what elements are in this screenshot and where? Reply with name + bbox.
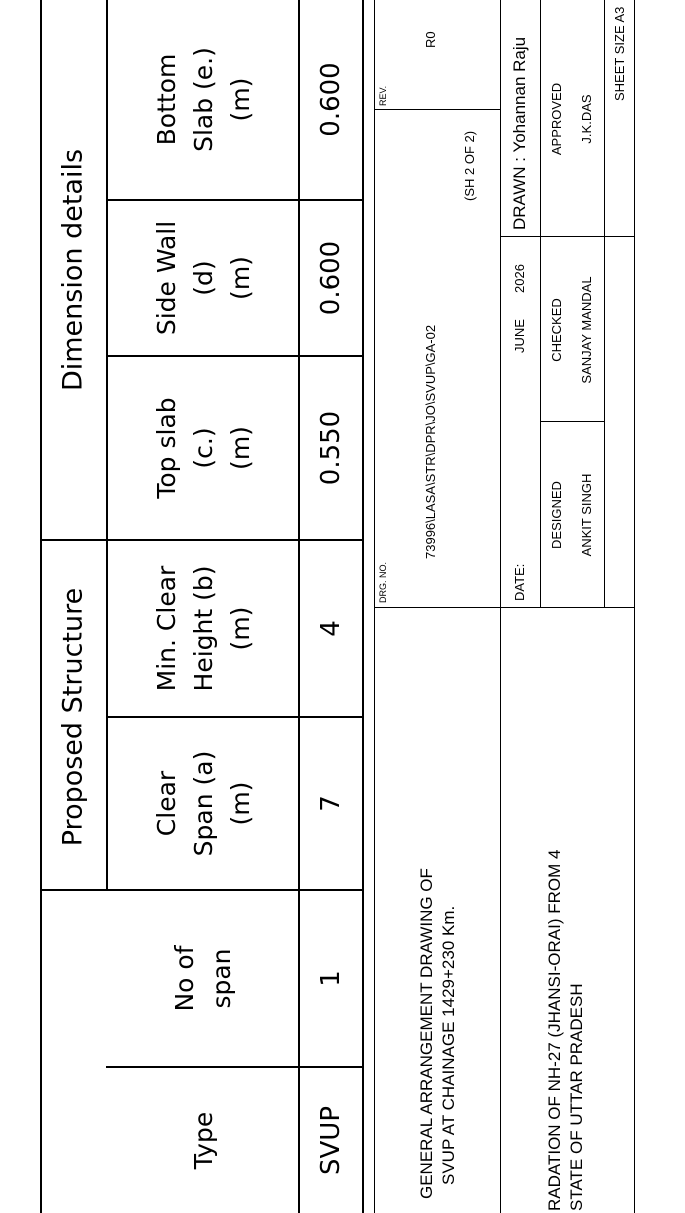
drg-no-label: DRG. NO. xyxy=(378,561,388,603)
approved-by: J.K.DAS xyxy=(579,94,594,144)
cell-side-wall: 0.600 xyxy=(316,240,346,316)
col-header-top-slab: Top slab (c.) (m) xyxy=(151,397,255,499)
drawing-title-line-2: SVUP AT CHAINAGE 1429+230 Km. xyxy=(439,905,458,1185)
col-header-type: Type xyxy=(188,1111,218,1170)
project-title-line-1: RADATION OF NH-27 (JHANSI-ORAI) FROM 4 xyxy=(545,849,564,1211)
tb-drawn-divider xyxy=(500,236,540,237)
cell-clear-span: 7 xyxy=(316,795,346,812)
cell-no-of-span: 1 xyxy=(316,970,346,987)
checked-label: CHECKED xyxy=(549,298,564,362)
cell-bottom-slab: 0.600 xyxy=(316,62,346,137)
tb-divider-right xyxy=(500,0,501,608)
designed-label: DESIGNED xyxy=(549,481,564,549)
col-header-clear-span: Clear Span (a) (m) xyxy=(151,750,255,857)
drawing-title-line-1: GENERAL ARRANGEMENT DRAWING OF xyxy=(417,868,436,1199)
cell-top-slab: 0.550 xyxy=(316,410,346,486)
tb-designed-divider xyxy=(540,421,604,422)
date-label: DATE: xyxy=(512,563,527,601)
tb-divider-vertical xyxy=(374,607,634,608)
drg-no-value: 73996\LASA\STR\DPR\JO\SVUP\GA-02 xyxy=(423,324,438,559)
table-border-bottom xyxy=(362,0,364,1213)
tb-checked-divider xyxy=(540,236,634,237)
col-header-bottom-slab: Bottom Slab (e.) (m) xyxy=(151,47,255,152)
tb-date-row-line xyxy=(540,0,541,608)
tb-divider-left xyxy=(500,608,501,1213)
col-header-min-clear-height: Min. Clear Height (b) (m) xyxy=(151,565,255,692)
tb-size-row-line xyxy=(604,0,605,608)
col-header-no-of-span: No of span xyxy=(170,945,236,1012)
checked-by: SANJAY MANDAL xyxy=(579,276,594,384)
cell-type: SVUP xyxy=(316,1106,346,1175)
tb-rev-divider xyxy=(374,109,500,110)
header-dimension-details: Dimension details xyxy=(57,148,89,392)
drawn-by: DRAWN : Yohannan Raju xyxy=(510,36,529,230)
designed-by: ANKIT SINGH xyxy=(579,473,594,557)
rev-label: REV. xyxy=(378,85,388,106)
project-title-line-2: STATE OF UTTAR PRADESH xyxy=(567,983,586,1211)
date-month: JUNE xyxy=(512,319,527,353)
header-proposed-structure: Proposed Structure xyxy=(57,587,89,847)
rev-value: R0 xyxy=(423,31,438,48)
sheet-number: (SH 2 OF 2) xyxy=(462,130,477,201)
approved-label: APPROVED xyxy=(549,82,564,156)
date-year: 2026 xyxy=(512,264,527,293)
sheet-size: SHEET SIZE A3 xyxy=(612,6,627,101)
table-border-top xyxy=(40,0,42,1213)
col-header-side-wall: Side Wall (d) (m) xyxy=(151,220,255,336)
tb-border-bottom xyxy=(634,0,635,1213)
cell-min-clear-height: 4 xyxy=(316,620,346,637)
